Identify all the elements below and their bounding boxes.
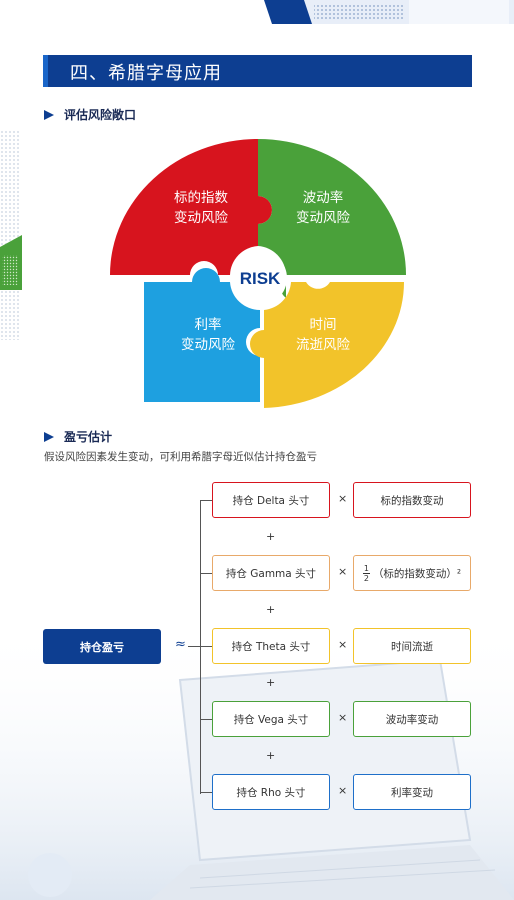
quadrant-volatility-line1: 波动率: [303, 189, 344, 206]
bracket-tick: [201, 500, 212, 501]
green-tab-decoration: [0, 235, 22, 290]
page-title: 四、希腊字母应用: [70, 63, 222, 84]
plus-symbol: +: [266, 530, 276, 543]
times-symbol: ×: [338, 565, 348, 578]
bracket-tick: [201, 646, 212, 647]
quadrant-underlying-line1: 标的指数: [174, 190, 228, 206]
greek-position-box: 持仓 Rho 头寸: [212, 774, 330, 810]
bracket-tick: [201, 573, 212, 574]
bracket-line: [200, 500, 215, 794]
arrow-icon: [44, 431, 54, 442]
risk-factor-change-box: 利率变动: [353, 774, 471, 810]
bracket-tick: [201, 792, 212, 793]
bracket-tick: [201, 719, 212, 720]
section-label: 盈亏估计: [64, 430, 113, 444]
section-description: 假设风险因素发生变动，可利用希腊字母近似估计持仓盈亏: [44, 451, 317, 463]
header-stripe-decoration: [264, 0, 514, 24]
greek-position-box: 持仓 Theta 头寸: [212, 628, 330, 664]
quadrant-underlying-line2: 变动风险: [174, 210, 228, 226]
quadrant-interest-line2: 变动风险: [181, 337, 235, 353]
page-title-bar: 四、希腊字母应用: [43, 55, 472, 87]
plus-symbol: +: [266, 749, 276, 762]
times-symbol: ×: [338, 638, 348, 651]
quadrant-volatility-line2: 变动风险: [296, 210, 350, 226]
bracket-connector: [188, 646, 200, 647]
plus-symbol: +: [266, 603, 276, 616]
risk-center-label: RISK: [240, 269, 281, 288]
greek-position-box: 持仓 Vega 头寸: [212, 701, 330, 737]
section-heading-risk-exposure: 评估风险敞口: [44, 106, 136, 123]
section-heading-pnl-estimate: 盈亏估计: [44, 428, 112, 445]
arrow-icon: [44, 109, 54, 120]
quadrant-time-line1: 时间: [310, 317, 337, 333]
risk-factor-change-box: 时间流逝: [353, 628, 471, 664]
quadrant-time-line2: 流逝风险: [296, 337, 350, 353]
holding-pnl-box: 持仓盈亏: [43, 629, 161, 664]
puzzle-piece-interest: [144, 268, 260, 402]
quadrant-interest-line1: 利率: [195, 316, 222, 333]
times-symbol: ×: [338, 711, 348, 724]
puzzle-piece-time: [250, 282, 405, 408]
times-symbol: ×: [338, 784, 348, 797]
greek-position-box: 持仓 Gamma 头寸: [212, 555, 330, 591]
approx-symbol: ≈: [175, 637, 186, 652]
plus-symbol: +: [266, 676, 276, 689]
risk-factor-change-box: 波动率变动: [353, 701, 471, 737]
risk-puzzle-diagram: RISK 标的指数 变动风险 波动率 变动风险 利率 变动风险 时间 流逝风险: [110, 139, 406, 408]
times-symbol: ×: [338, 492, 348, 505]
section-label: 评估风险敞口: [64, 108, 137, 122]
puzzle-piece-underlying: [110, 139, 272, 275]
puzzle-piece-volatility: [258, 139, 406, 298]
greek-position-box: 持仓 Delta 头寸: [212, 482, 330, 518]
risk-factor-change-box: 标的指数变动: [353, 482, 471, 518]
